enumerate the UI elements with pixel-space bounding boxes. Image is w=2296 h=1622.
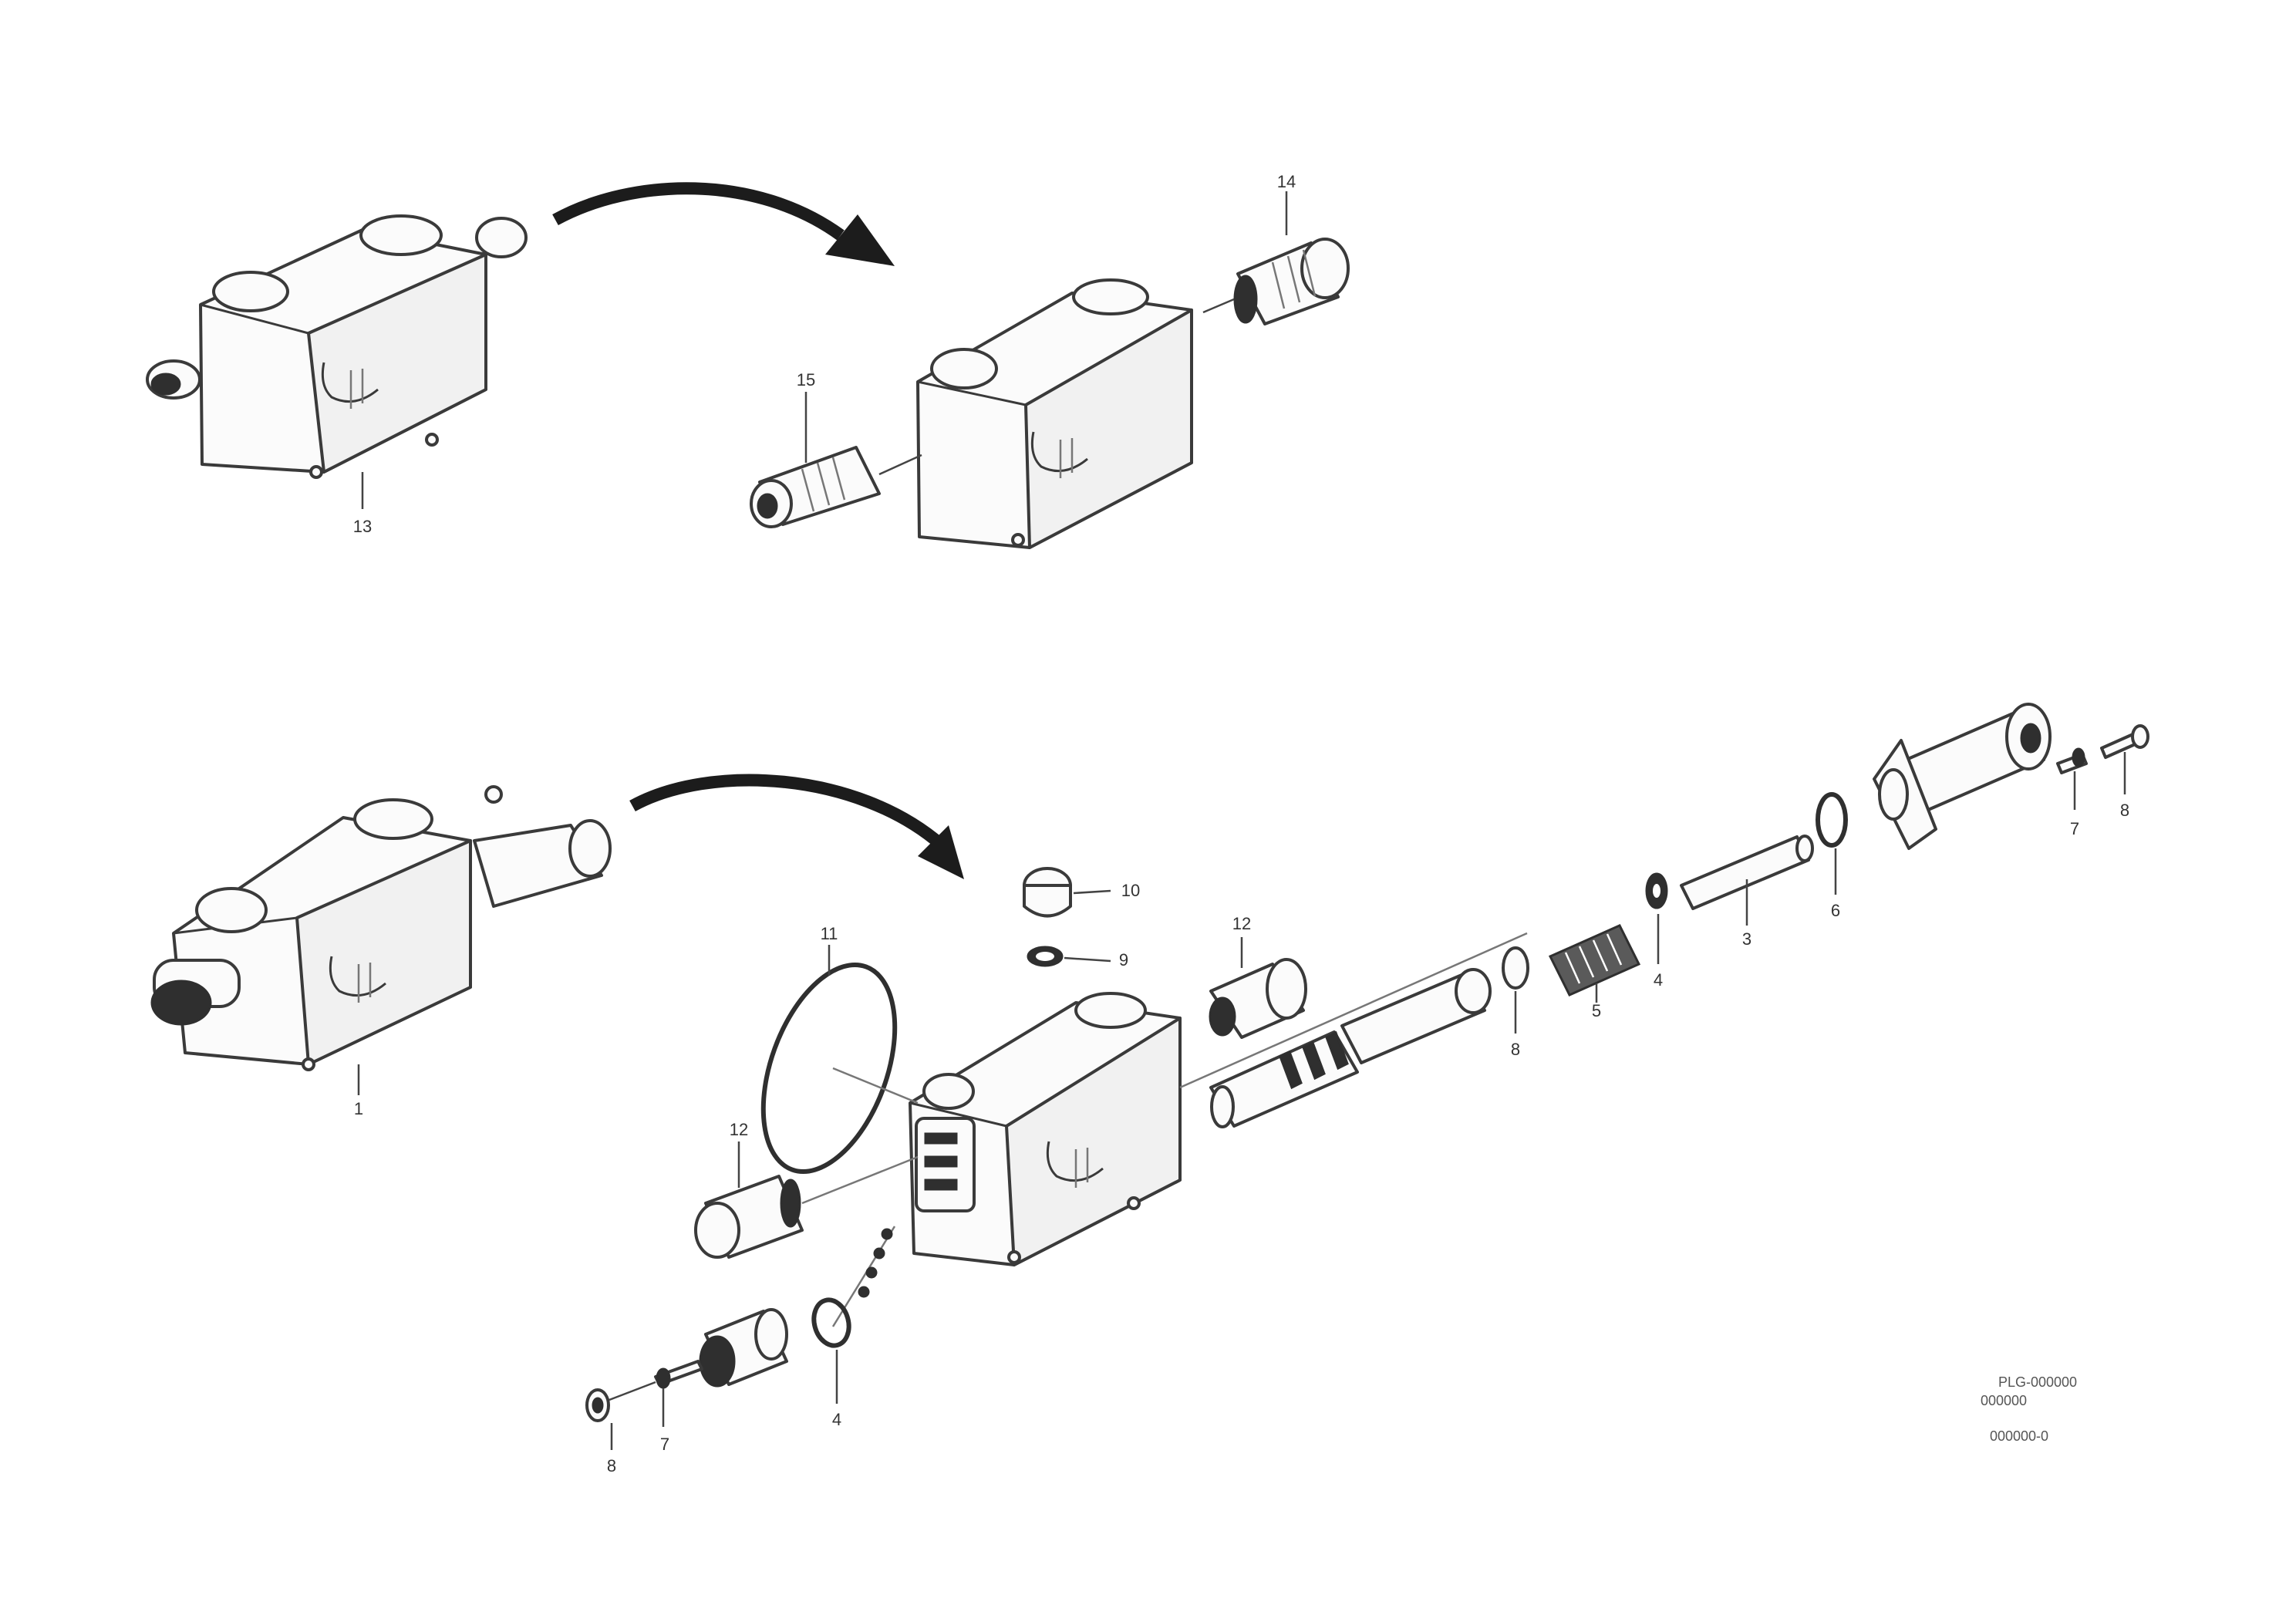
callout-4-bottom: 4	[832, 1410, 841, 1429]
relief-valve-12-right: 12	[1209, 914, 1307, 1039]
top-right-valve-body	[916, 278, 1193, 549]
callout-5: 5	[1592, 1001, 1601, 1020]
spring-5: 5	[1548, 924, 1641, 1020]
callout-7-bottom: 7	[660, 1435, 669, 1454]
callout-11: 11	[821, 924, 838, 943]
spool-assembly	[1179, 932, 1528, 1128]
callout-15: 15	[797, 370, 815, 389]
reference-code-line-3: 000000-0	[1990, 1428, 2048, 1444]
callout-10: 10	[1121, 881, 1140, 900]
cap-10: 10	[1023, 867, 1140, 918]
reference-code-block: PLG-000000 000000 000000-0	[1981, 1374, 2077, 1444]
bottom-cap-screw-7: 7	[654, 1360, 703, 1454]
callout-1: 1	[354, 1099, 363, 1118]
callout-6: 6	[1831, 901, 1840, 920]
callout-7-end: 7	[2070, 819, 2079, 838]
callout-8-spool: 8	[1511, 1040, 1520, 1059]
bottom-center-valve-body	[909, 992, 1182, 1266]
spool-ring-8: 8	[1502, 946, 1529, 1059]
top-left-valve-body	[146, 214, 528, 479]
end-cover-bolt-8: 8	[2100, 724, 2149, 820]
transition-arrow-bottom	[629, 774, 964, 879]
end-cover-bolt-7: 7	[2056, 747, 2088, 838]
ring-9: 9	[1027, 946, 1128, 969]
callout-8-end: 8	[2120, 801, 2129, 820]
callout-8-bottom: 8	[607, 1456, 616, 1475]
reference-code-line-1: PLG-000000	[1998, 1374, 2077, 1390]
washer-4: 4	[1645, 872, 1668, 990]
end-cover	[1873, 703, 2052, 850]
callout-3: 3	[1742, 929, 1752, 949]
bottom-left-valve-body	[150, 785, 612, 1071]
callout-4-washer: 4	[1654, 970, 1663, 990]
pilot-plug-14: 14	[1202, 172, 1350, 325]
bottom-cap-group: 4	[699, 1226, 896, 1429]
callout-9: 9	[1119, 950, 1128, 969]
callout-12-left: 12	[730, 1120, 748, 1139]
stem-oring-6: 6	[1816, 792, 1848, 920]
transition-arrow-top	[552, 182, 895, 266]
relief-valve-12-left: 12	[694, 1120, 919, 1259]
bottom-cap-screw-8: 8	[585, 1381, 656, 1475]
callout-12-right: 12	[1232, 914, 1251, 933]
large-oring-11: 11	[760, 924, 919, 1175]
pilot-plug-15: 15	[750, 370, 922, 528]
callout-14: 14	[1277, 172, 1296, 191]
reference-code-line-2: 000000	[1981, 1393, 2027, 1408]
callout-13: 13	[353, 517, 372, 536]
spool-stem-3: 3	[1680, 835, 1814, 949]
